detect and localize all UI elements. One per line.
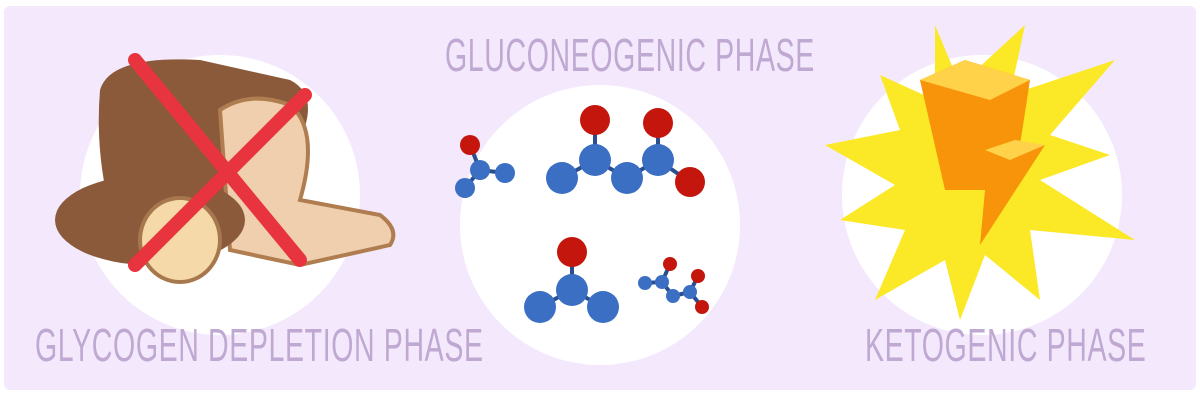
atoms xyxy=(455,105,709,323)
energy-burst-icon xyxy=(825,25,1135,320)
phase-title-ketogenic: KETOGENIC PHASE xyxy=(865,319,1147,371)
bread-crossed-icon xyxy=(55,53,396,284)
phase-title-gluconeogenic: GLUCONEOGENIC PHASE xyxy=(445,29,815,81)
phase-title-glycogen-depletion: GLYCOGEN DEPLETION PHASE xyxy=(35,319,484,371)
